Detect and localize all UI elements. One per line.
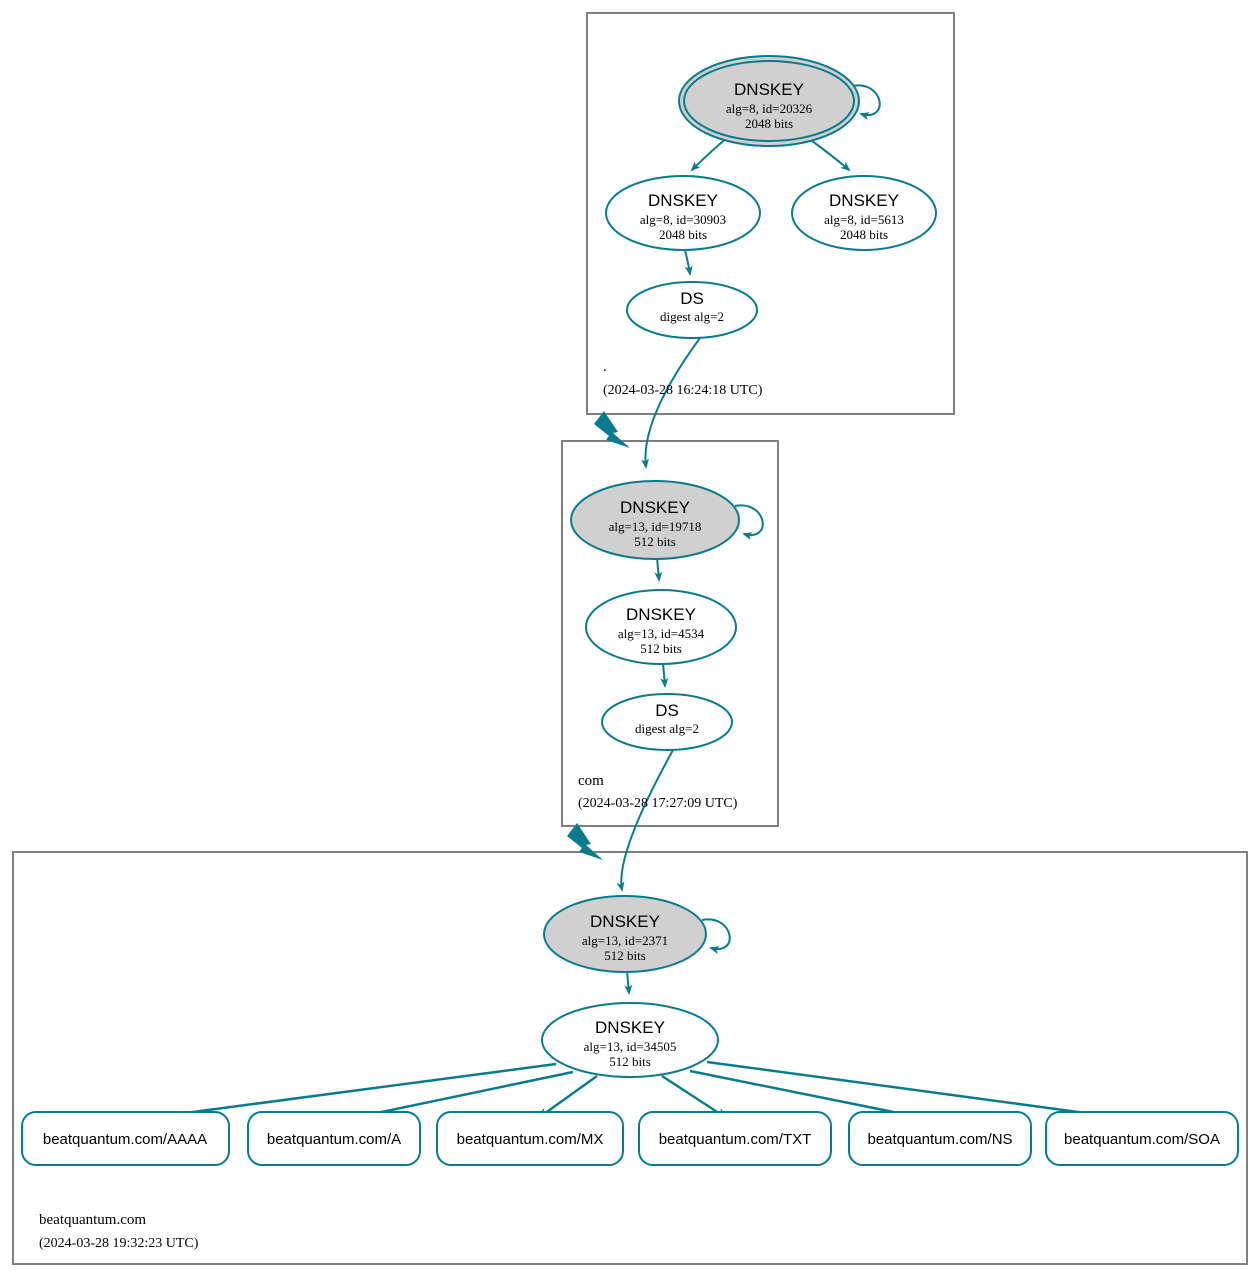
zone-timestamp-com: (2024-03-28 17:27:09 UTC): [578, 796, 738, 811]
rrset-label: beatquantum.com/AAAA: [43, 1131, 207, 1148]
zone-name-beatquantum: beatquantum.com: [39, 1212, 146, 1228]
edge-bq-ksk-to-zsk34505: [624, 970, 633, 995]
node-dnskey-bq-ksk-2371[interactable]: DNSKEY alg=13, id=2371 512 bits: [543, 895, 707, 973]
rrset-label: beatquantum.com/TXT: [659, 1131, 812, 1148]
node-title: DNSKEY: [829, 191, 899, 210]
rrset-aaaa[interactable]: beatquantum.com/AAAA: [21, 1111, 230, 1166]
node-dnskey-bq-zsk-34505[interactable]: DNSKEY alg=13, id=34505 512 bits: [541, 1002, 719, 1078]
edge-com-ds-to-bq-ksk: [616, 749, 674, 892]
node-dnskey-com-zsk-4534[interactable]: DNSKEY alg=13, id=4534 512 bits: [585, 589, 737, 665]
rrset-label: beatquantum.com/A: [267, 1131, 401, 1148]
node-ring: [791, 175, 937, 251]
edge-zsk-to-rrset-soa: [706, 1060, 1132, 1123]
node-ring: [626, 281, 758, 339]
rrset-ns[interactable]: beatquantum.com/NS: [848, 1111, 1032, 1166]
rrset-box: [1045, 1111, 1239, 1166]
zone-beatquantum-nodes: DNSKEY alg=13, id=2371 512 bits DNSKEY a…: [21, 895, 1239, 1251]
rrset-box: [848, 1111, 1032, 1166]
rrset-mx[interactable]: beatquantum.com/MX: [436, 1111, 624, 1166]
node-ring: [585, 589, 737, 665]
edge-root-ds-to-com-ksk: [641, 337, 701, 469]
node-ds-com-for-beatquantum[interactable]: DS digest alg=2: [601, 693, 733, 751]
edge-root-zsk30903-to-ds: [684, 249, 693, 276]
edge-com-zsk4534-to-ds: [660, 662, 669, 688]
zone-name-root: .: [603, 359, 607, 375]
node-dnskey-root-ksk-20326[interactable]: DNSKEY alg=8, id=20326 2048 bits: [678, 55, 860, 147]
node-title: DNSKEY: [626, 605, 696, 624]
node-ring: [541, 1002, 719, 1078]
node-keysize: 2048 bits: [745, 116, 793, 131]
node-keysize: 512 bits: [640, 641, 682, 656]
node-digest: digest alg=2: [660, 309, 724, 324]
node-keysize: 512 bits: [604, 948, 646, 963]
node-title: DNSKEY: [620, 498, 690, 517]
node-dnskey-root-zsk-5613[interactable]: DNSKEY alg=8, id=5613 2048 bits: [791, 175, 937, 251]
rrset-box: [638, 1111, 832, 1166]
self-loop-bq-ksk-2371: [701, 918, 731, 954]
node-digest: digest alg=2: [635, 721, 699, 736]
rrset-label: beatquantum.com/MX: [457, 1131, 604, 1148]
node-ring: [543, 895, 707, 973]
node-keyinfo: alg=13, id=34505: [584, 1039, 677, 1054]
node-keyinfo: alg=8, id=30903: [640, 212, 726, 227]
rrset-soa[interactable]: beatquantum.com/SOA: [1045, 1111, 1239, 1166]
node-keysize: 2048 bits: [659, 227, 707, 242]
delegation-arrow-root-to-com: [594, 411, 630, 448]
node-ds-root-for-com[interactable]: DS digest alg=2: [626, 281, 758, 339]
rrset-box: [21, 1111, 230, 1166]
node-keysize: 2048 bits: [840, 227, 888, 242]
rrset-box: [436, 1111, 624, 1166]
node-ring: [605, 175, 761, 251]
node-keysize: 512 bits: [634, 534, 676, 549]
rrset-box: [247, 1111, 421, 1166]
node-title: DNSKEY: [648, 191, 718, 210]
rrset-a[interactable]: beatquantum.com/A: [247, 1111, 421, 1166]
node-keyinfo: alg=13, id=19718: [609, 519, 702, 534]
zone-root-nodes: DNSKEY alg=8, id=20326 2048 bits DNSKEY …: [603, 55, 937, 469]
node-dnskey-com-ksk-19718[interactable]: DNSKEY alg=13, id=19718 512 bits: [570, 480, 740, 560]
edge-zsk-to-rrset-aaaa: [138, 1062, 557, 1123]
node-keyinfo: alg=8, id=5613: [824, 212, 904, 227]
node-title: DNSKEY: [590, 912, 660, 931]
delegation-arrow-com-to-beatquantum: [567, 823, 603, 860]
node-title: DS: [655, 701, 679, 720]
node-inner-ring: [683, 60, 855, 142]
node-ring: [570, 480, 740, 560]
self-loop-com-ksk-19718: [734, 504, 764, 540]
rrset-txt[interactable]: beatquantum.com/TXT: [638, 1111, 832, 1166]
self-loop-root-ksk-20326: [851, 84, 881, 120]
node-keyinfo: alg=13, id=2371: [582, 933, 668, 948]
zone-name-com: com: [578, 773, 604, 789]
node-keysize: 512 bits: [609, 1054, 651, 1069]
node-title: DNSKEY: [734, 80, 804, 99]
delegation-arrows: [567, 411, 630, 860]
zone-com-nodes: DNSKEY alg=13, id=19718 512 bits DNSKEY …: [570, 480, 764, 892]
rrset-label: beatquantum.com/NS: [867, 1131, 1012, 1148]
node-dnskey-root-zsk-30903[interactable]: DNSKEY alg=8, id=30903 2048 bits: [605, 175, 761, 251]
node-keyinfo: alg=8, id=20326: [726, 101, 813, 116]
rrset-label: beatquantum.com/SOA: [1064, 1131, 1220, 1148]
zone-timestamp-beatquantum: (2024-03-28 19:32:23 UTC): [39, 1236, 199, 1251]
node-title: DS: [680, 289, 704, 308]
node-ring: [601, 693, 733, 751]
node-keyinfo: alg=13, id=4534: [618, 626, 705, 641]
node-title: DNSKEY: [595, 1018, 665, 1037]
zone-timestamp-root: (2024-03-28 16:24:18 UTC): [603, 383, 763, 398]
edge-com-ksk-to-zsk4534: [654, 557, 663, 582]
